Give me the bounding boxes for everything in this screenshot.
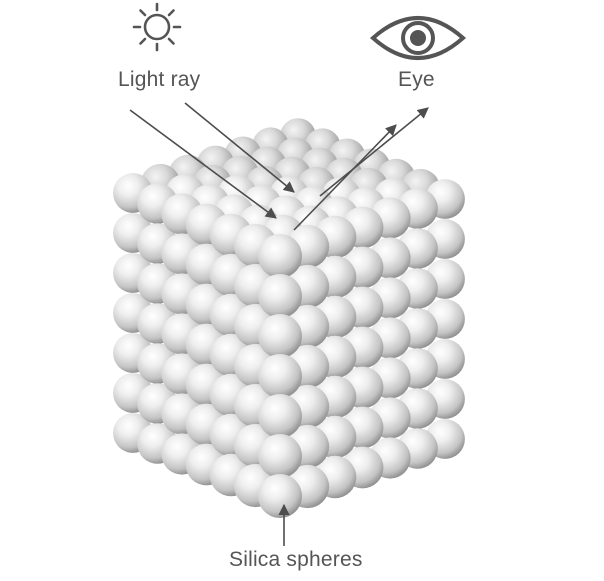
silica-spheres-label: Silica spheres <box>229 548 363 571</box>
silica-sphere-cube <box>113 118 465 518</box>
silica-sphere <box>258 314 302 358</box>
silica-sphere <box>258 234 302 278</box>
silica-sphere <box>258 474 302 518</box>
silica-sphere <box>258 274 302 318</box>
sun-icon <box>132 2 182 52</box>
silica-sphere <box>258 434 302 478</box>
reflected-ray-arrow-2 <box>319 107 429 197</box>
silica-sphere <box>258 354 302 398</box>
reflected-ray-arrow-1 <box>293 124 397 231</box>
eye-label: Eye <box>398 68 435 91</box>
light-ray-arrow-1 <box>129 109 277 219</box>
light-ray-arrow-2 <box>184 102 295 193</box>
eye-icon <box>369 16 467 60</box>
silica-sphere <box>258 394 302 438</box>
light-ray-label: Light ray <box>118 68 201 91</box>
